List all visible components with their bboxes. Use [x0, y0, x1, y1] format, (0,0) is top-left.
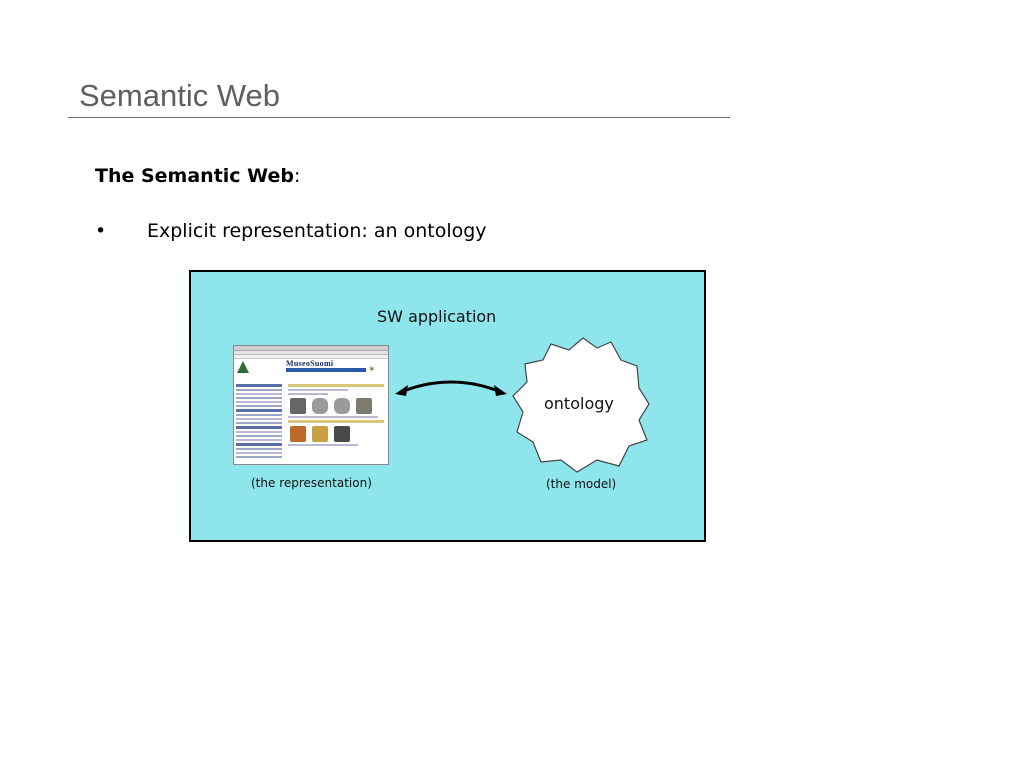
title-divider [68, 117, 730, 118]
section-heading: The Semantic Web: [95, 165, 300, 187]
webpage-screenshot-icon: MuseoSuomi ✶ [233, 345, 389, 465]
representation-caption: (the representation) [251, 476, 372, 490]
ontology-cloud-icon [512, 337, 650, 473]
sw-application-label: SW application [377, 307, 497, 326]
section-heading-colon: : [293, 165, 301, 187]
screenshot-logo: MuseoSuomi [286, 359, 334, 368]
slide-title: Semantic Web [79, 78, 281, 113]
ontology-label: ontology [544, 394, 614, 413]
bullet-dot: • [95, 220, 107, 242]
tree-logo-icon [237, 361, 249, 373]
section-heading-bold: The Semantic Web [95, 165, 294, 187]
bullet-text: Explicit representation: an ontology [147, 220, 487, 242]
double-arrow-icon [395, 380, 507, 396]
model-caption: (the model) [546, 477, 617, 491]
star-icon: ✶ [368, 364, 376, 374]
sw-application-figure: SW application MuseoSuomi ✶ [189, 270, 706, 542]
